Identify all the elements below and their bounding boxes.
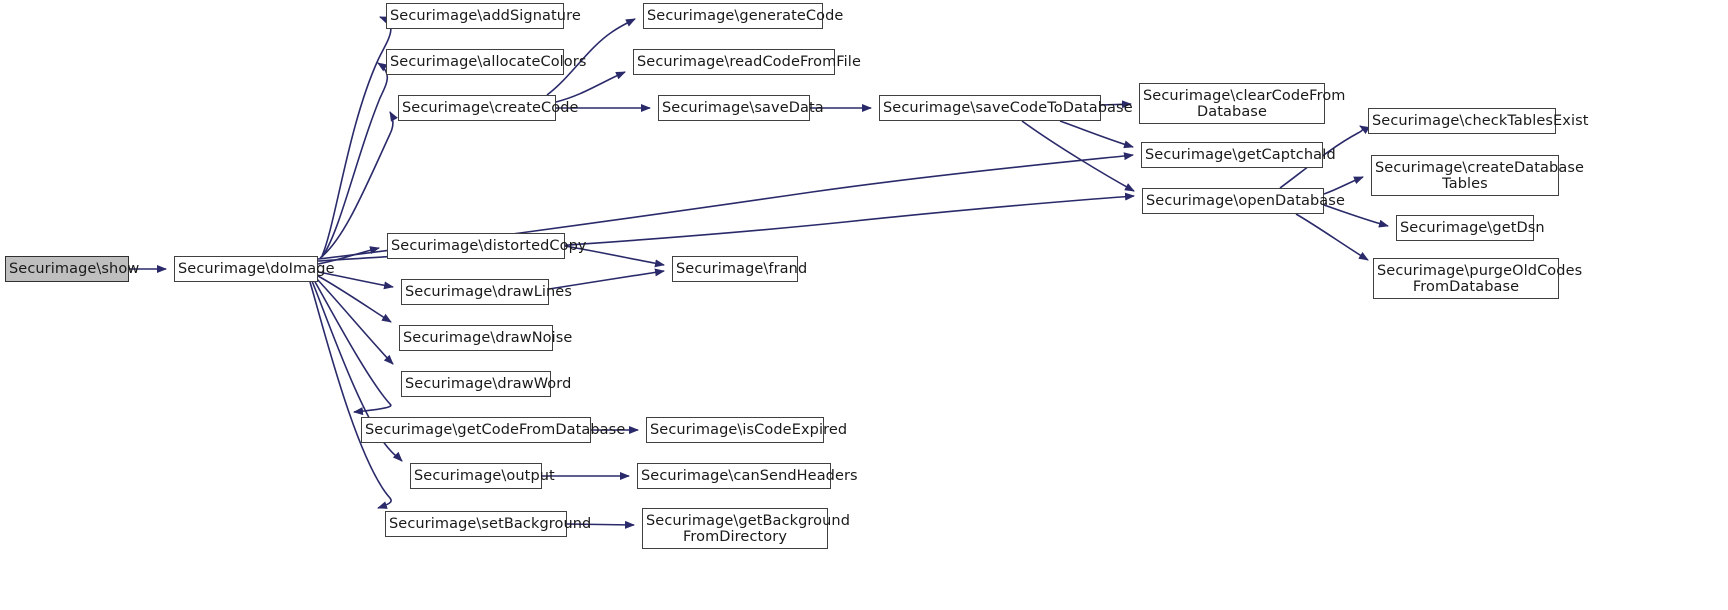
node-createDatabaseTables[interactable]: Securimage\createDatabase Tables — [1371, 155, 1585, 196]
node-allocateColors[interactable]: Securimage\allocateColors — [386, 49, 587, 75]
node-label-getCaptchaId: Securimage\getCaptchaId — [1145, 147, 1336, 163]
node-show[interactable]: Securimage\show — [5, 256, 140, 282]
node-label-drawNoise: Securimage\drawNoise — [403, 330, 573, 346]
node-label-canSendHeaders: Securimage\canSendHeaders — [641, 468, 858, 484]
node-label-addSignature: Securimage\addSignature — [390, 8, 581, 24]
node-label-saveCodeToDatabase: Securimage\saveCodeToDatabase — [883, 100, 1133, 116]
edge-doImage-to-drawWord — [315, 277, 394, 365]
node-label-getCodeFromDatabase: Securimage\getCodeFromDatabase — [365, 422, 626, 438]
edge-doImage-to-createCode — [319, 111, 398, 259]
node-label-drawLines: Securimage\drawLines — [405, 284, 572, 300]
edge-saveCodeToDatabase-to-getCaptchaId — [1059, 120, 1134, 149]
node-label-distortedCopy: Securimage\distortedCopy — [391, 238, 587, 254]
node-openDatabase[interactable]: Securimage\openDatabase — [1142, 188, 1345, 214]
node-drawNoise[interactable]: Securimage\drawNoise — [399, 325, 573, 351]
node-addSignature[interactable]: Securimage\addSignature — [386, 3, 581, 29]
node-isCodeExpired[interactable]: Securimage\isCodeExpired — [646, 417, 848, 443]
node-label-setBackground: Securimage\setBackground — [389, 516, 592, 532]
edge-doImage-to-setBackground — [309, 281, 392, 509]
node-frand[interactable]: Securimage\frand — [672, 256, 808, 282]
node-generateCode[interactable]: Securimage\generateCode — [643, 3, 844, 29]
edge-openDatabase-to-purgeOldCodes — [1295, 213, 1369, 261]
edge-openDatabase-to-createDatabaseTables — [1323, 176, 1364, 195]
edge-saveCodeToDatabase-to-openDatabase — [1021, 120, 1135, 192]
node-getCodeFromDatabase[interactable]: Securimage\getCodeFromDatabase — [361, 417, 626, 443]
node-label-openDatabase: Securimage\openDatabase — [1146, 193, 1345, 209]
node-label-readCodeFromFile: Securimage\readCodeFromFile — [637, 54, 861, 70]
node-label-clearCodeFromDatabase: Securimage\clearCodeFrom Database — [1143, 87, 1346, 120]
node-label-getBackgroundFromDirectory: Securimage\getBackground FromDirectory — [646, 512, 851, 545]
node-getBackgroundFromDirectory[interactable]: Securimage\getBackground FromDirectory — [642, 508, 851, 549]
node-createCode[interactable]: Securimage\createCode — [398, 95, 579, 121]
node-saveData[interactable]: Securimage\saveData — [658, 95, 824, 121]
node-getDsn[interactable]: Securimage\getDsn — [1396, 215, 1545, 241]
node-label-frand: Securimage\frand — [676, 261, 808, 277]
edge-createCode-to-readCodeFromFile — [555, 71, 626, 103]
node-label-saveData: Securimage\saveData — [662, 100, 824, 116]
node-clearCodeFromDatabase[interactable]: Securimage\clearCodeFrom Database — [1139, 83, 1346, 124]
node-label-createDatabaseTables: Securimage\createDatabase Tables — [1375, 159, 1585, 192]
node-drawWord[interactable]: Securimage\drawWord — [401, 371, 572, 397]
node-checkTablesExist[interactable]: Securimage\checkTablesExist — [1368, 108, 1589, 134]
node-setBackground[interactable]: Securimage\setBackground — [385, 511, 592, 537]
edge-doImage-to-addSignature — [321, 16, 392, 257]
node-label-show: Securimage\show — [9, 261, 140, 277]
node-label-isCodeExpired: Securimage\isCodeExpired — [650, 422, 848, 438]
node-label-output: Securimage\output — [414, 468, 555, 484]
node-label-drawWord: Securimage\drawWord — [405, 376, 572, 392]
node-saveCodeToDatabase[interactable]: Securimage\saveCodeToDatabase — [879, 95, 1133, 121]
node-getCaptchaId[interactable]: Securimage\getCaptchaId — [1141, 142, 1336, 168]
node-distortedCopy[interactable]: Securimage\distortedCopy — [387, 233, 587, 259]
node-label-doImage: Securimage\doImage — [178, 261, 335, 277]
node-label-generateCode: Securimage\generateCode — [647, 8, 844, 24]
node-doImage[interactable]: Securimage\doImage — [174, 256, 335, 282]
node-label-getDsn: Securimage\getDsn — [1400, 220, 1545, 236]
node-output[interactable]: Securimage\output — [410, 463, 555, 489]
edge-doImage-to-getCodeFromDatabase — [313, 279, 392, 416]
edge-doImage-to-drawNoise — [317, 275, 392, 323]
node-label-createCode: Securimage\createCode — [402, 100, 579, 116]
node-canSendHeaders[interactable]: Securimage\canSendHeaders — [637, 463, 858, 489]
node-label-allocateColors: Securimage\allocateColors — [390, 54, 587, 70]
node-label-checkTablesExist: Securimage\checkTablesExist — [1372, 113, 1589, 129]
node-label-purgeOldCodes: Securimage\purgeOldCodes FromDatabase — [1377, 262, 1583, 295]
node-purgeOldCodes[interactable]: Securimage\purgeOldCodes FromDatabase — [1373, 258, 1583, 299]
edge-doImage-to-allocateColors — [321, 62, 389, 258]
node-readCodeFromFile[interactable]: Securimage\readCodeFromFile — [633, 49, 861, 75]
node-drawLines[interactable]: Securimage\drawLines — [401, 279, 572, 305]
